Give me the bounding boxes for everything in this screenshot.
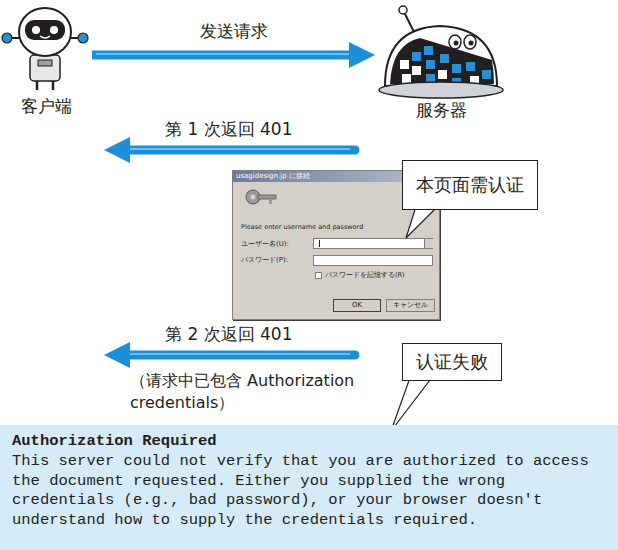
return-arrow — [104, 137, 355, 163]
error-heading: Authorization Required — [12, 430, 217, 452]
server-robot — [379, 6, 503, 98]
text-field — [313, 255, 433, 266]
cancel-button: キャンセル — [386, 299, 435, 312]
dome-tile — [452, 64, 461, 73]
step-label: 第 2 次返回 401 — [165, 323, 292, 345]
return-arrow — [104, 342, 355, 368]
checkbox-label: パスワードを記憶する(R) — [325, 271, 405, 280]
step-label: 第 1 次返回 401 — [165, 118, 292, 140]
dialog-prompt: Please enter username and password — [241, 223, 363, 231]
dropdown-button — [424, 239, 433, 248]
callout-text: 认证失败 — [416, 350, 488, 374]
dome-tile — [412, 52, 421, 61]
dome-tile — [438, 70, 447, 79]
node-label: 服务器 — [375, 99, 507, 122]
step-label: （请求中已包含 Authorization credentials） — [130, 370, 395, 414]
field-label: ユーザー名(U): — [241, 240, 289, 249]
client-robot — [2, 8, 88, 90]
error-panel: Authorization RequiredThis server could … — [0, 425, 618, 550]
text-cursor — [319, 240, 320, 247]
request-arrow — [92, 42, 375, 68]
client-node: 客户端 — [0, 0, 92, 122]
dome-tile — [424, 46, 433, 55]
text-field — [313, 238, 433, 249]
dome-tile — [482, 70, 491, 79]
dome-tile — [400, 60, 409, 69]
error-message: This server could not verify that you ar… — [12, 452, 612, 530]
server-node: 服务器 — [375, 0, 507, 124]
dome-tile — [466, 62, 475, 71]
node-label: 客户端 — [0, 95, 92, 118]
checkbox — [315, 272, 322, 279]
window-title: usagidesign.jp に接続 — [236, 172, 310, 181]
callout-box: 认证失败 — [402, 343, 502, 381]
key-icon — [243, 187, 283, 217]
ok-button: OK — [333, 299, 381, 312]
edge-label: 发送请求 — [200, 20, 268, 42]
callout-text: 本页面需认证 — [416, 173, 524, 197]
field-label: パスワード(P): — [241, 256, 288, 265]
dome-tile — [412, 66, 421, 75]
dome-tile — [402, 74, 411, 83]
dome-tile — [440, 54, 449, 63]
dome-tile — [426, 60, 435, 69]
callout-box: 本页面需认证 — [402, 160, 538, 210]
